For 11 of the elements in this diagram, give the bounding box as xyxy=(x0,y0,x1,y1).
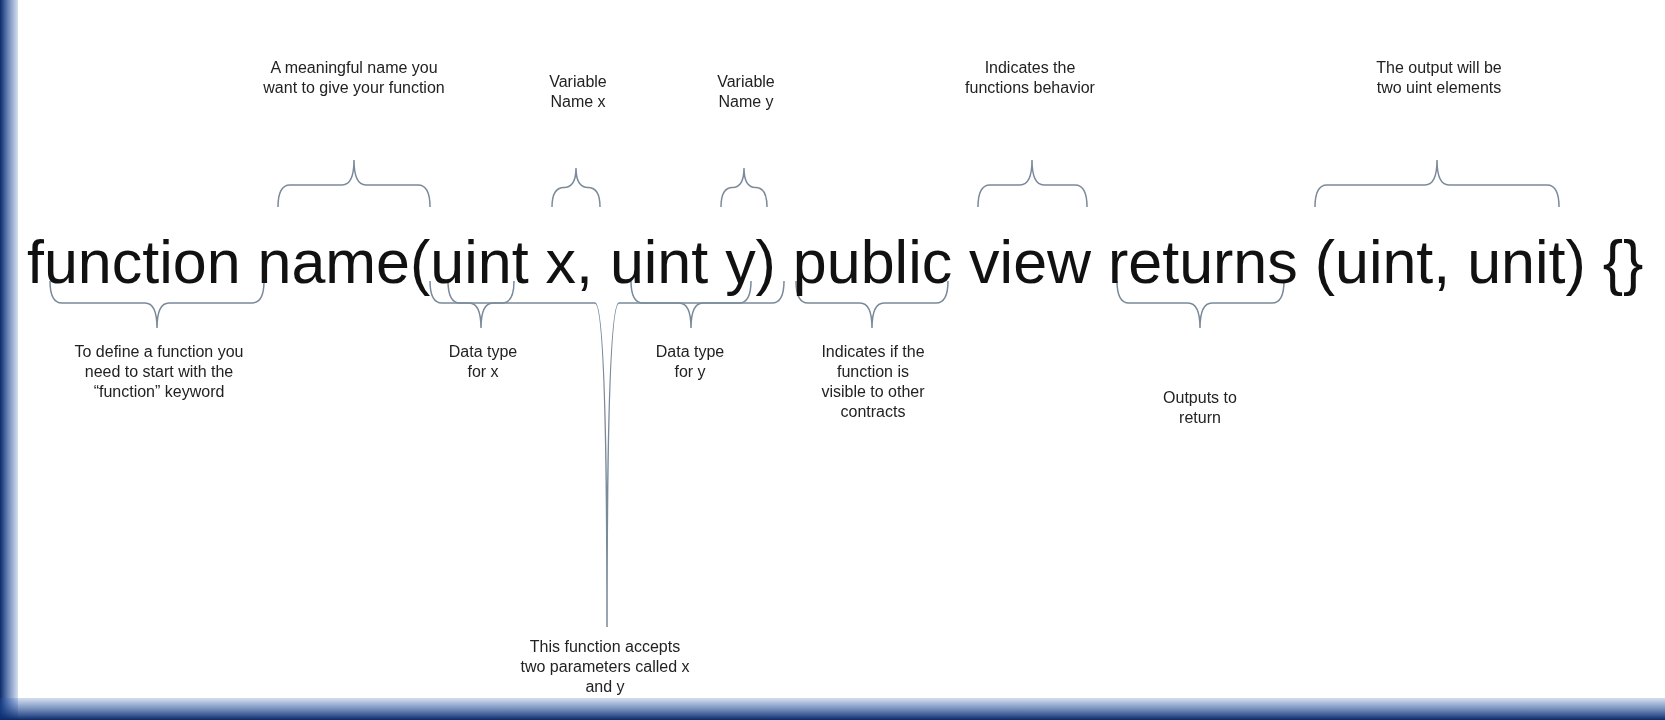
annotation-text: Data type for x xyxy=(447,342,519,382)
annotation-text: This function accepts two parameters called x and y xyxy=(520,637,690,697)
annotation-text: To define a function you need to start with the “function” keyword xyxy=(73,342,245,402)
annotation-text: A meaningful name you want to give your function xyxy=(262,58,446,98)
annotation-text: Indicates the functions behavior xyxy=(965,58,1095,98)
annotation-text: The output will be two uint elements xyxy=(1375,58,1503,98)
annotation-text: Indicates if the function is visible to other contracts xyxy=(820,342,926,422)
annotation-text: Variable Name x xyxy=(548,72,608,112)
annotation-text: Variable Name y xyxy=(716,72,776,112)
annotation-text: Data type for y xyxy=(654,342,726,382)
annotation-text: Outputs to return xyxy=(1162,388,1238,428)
